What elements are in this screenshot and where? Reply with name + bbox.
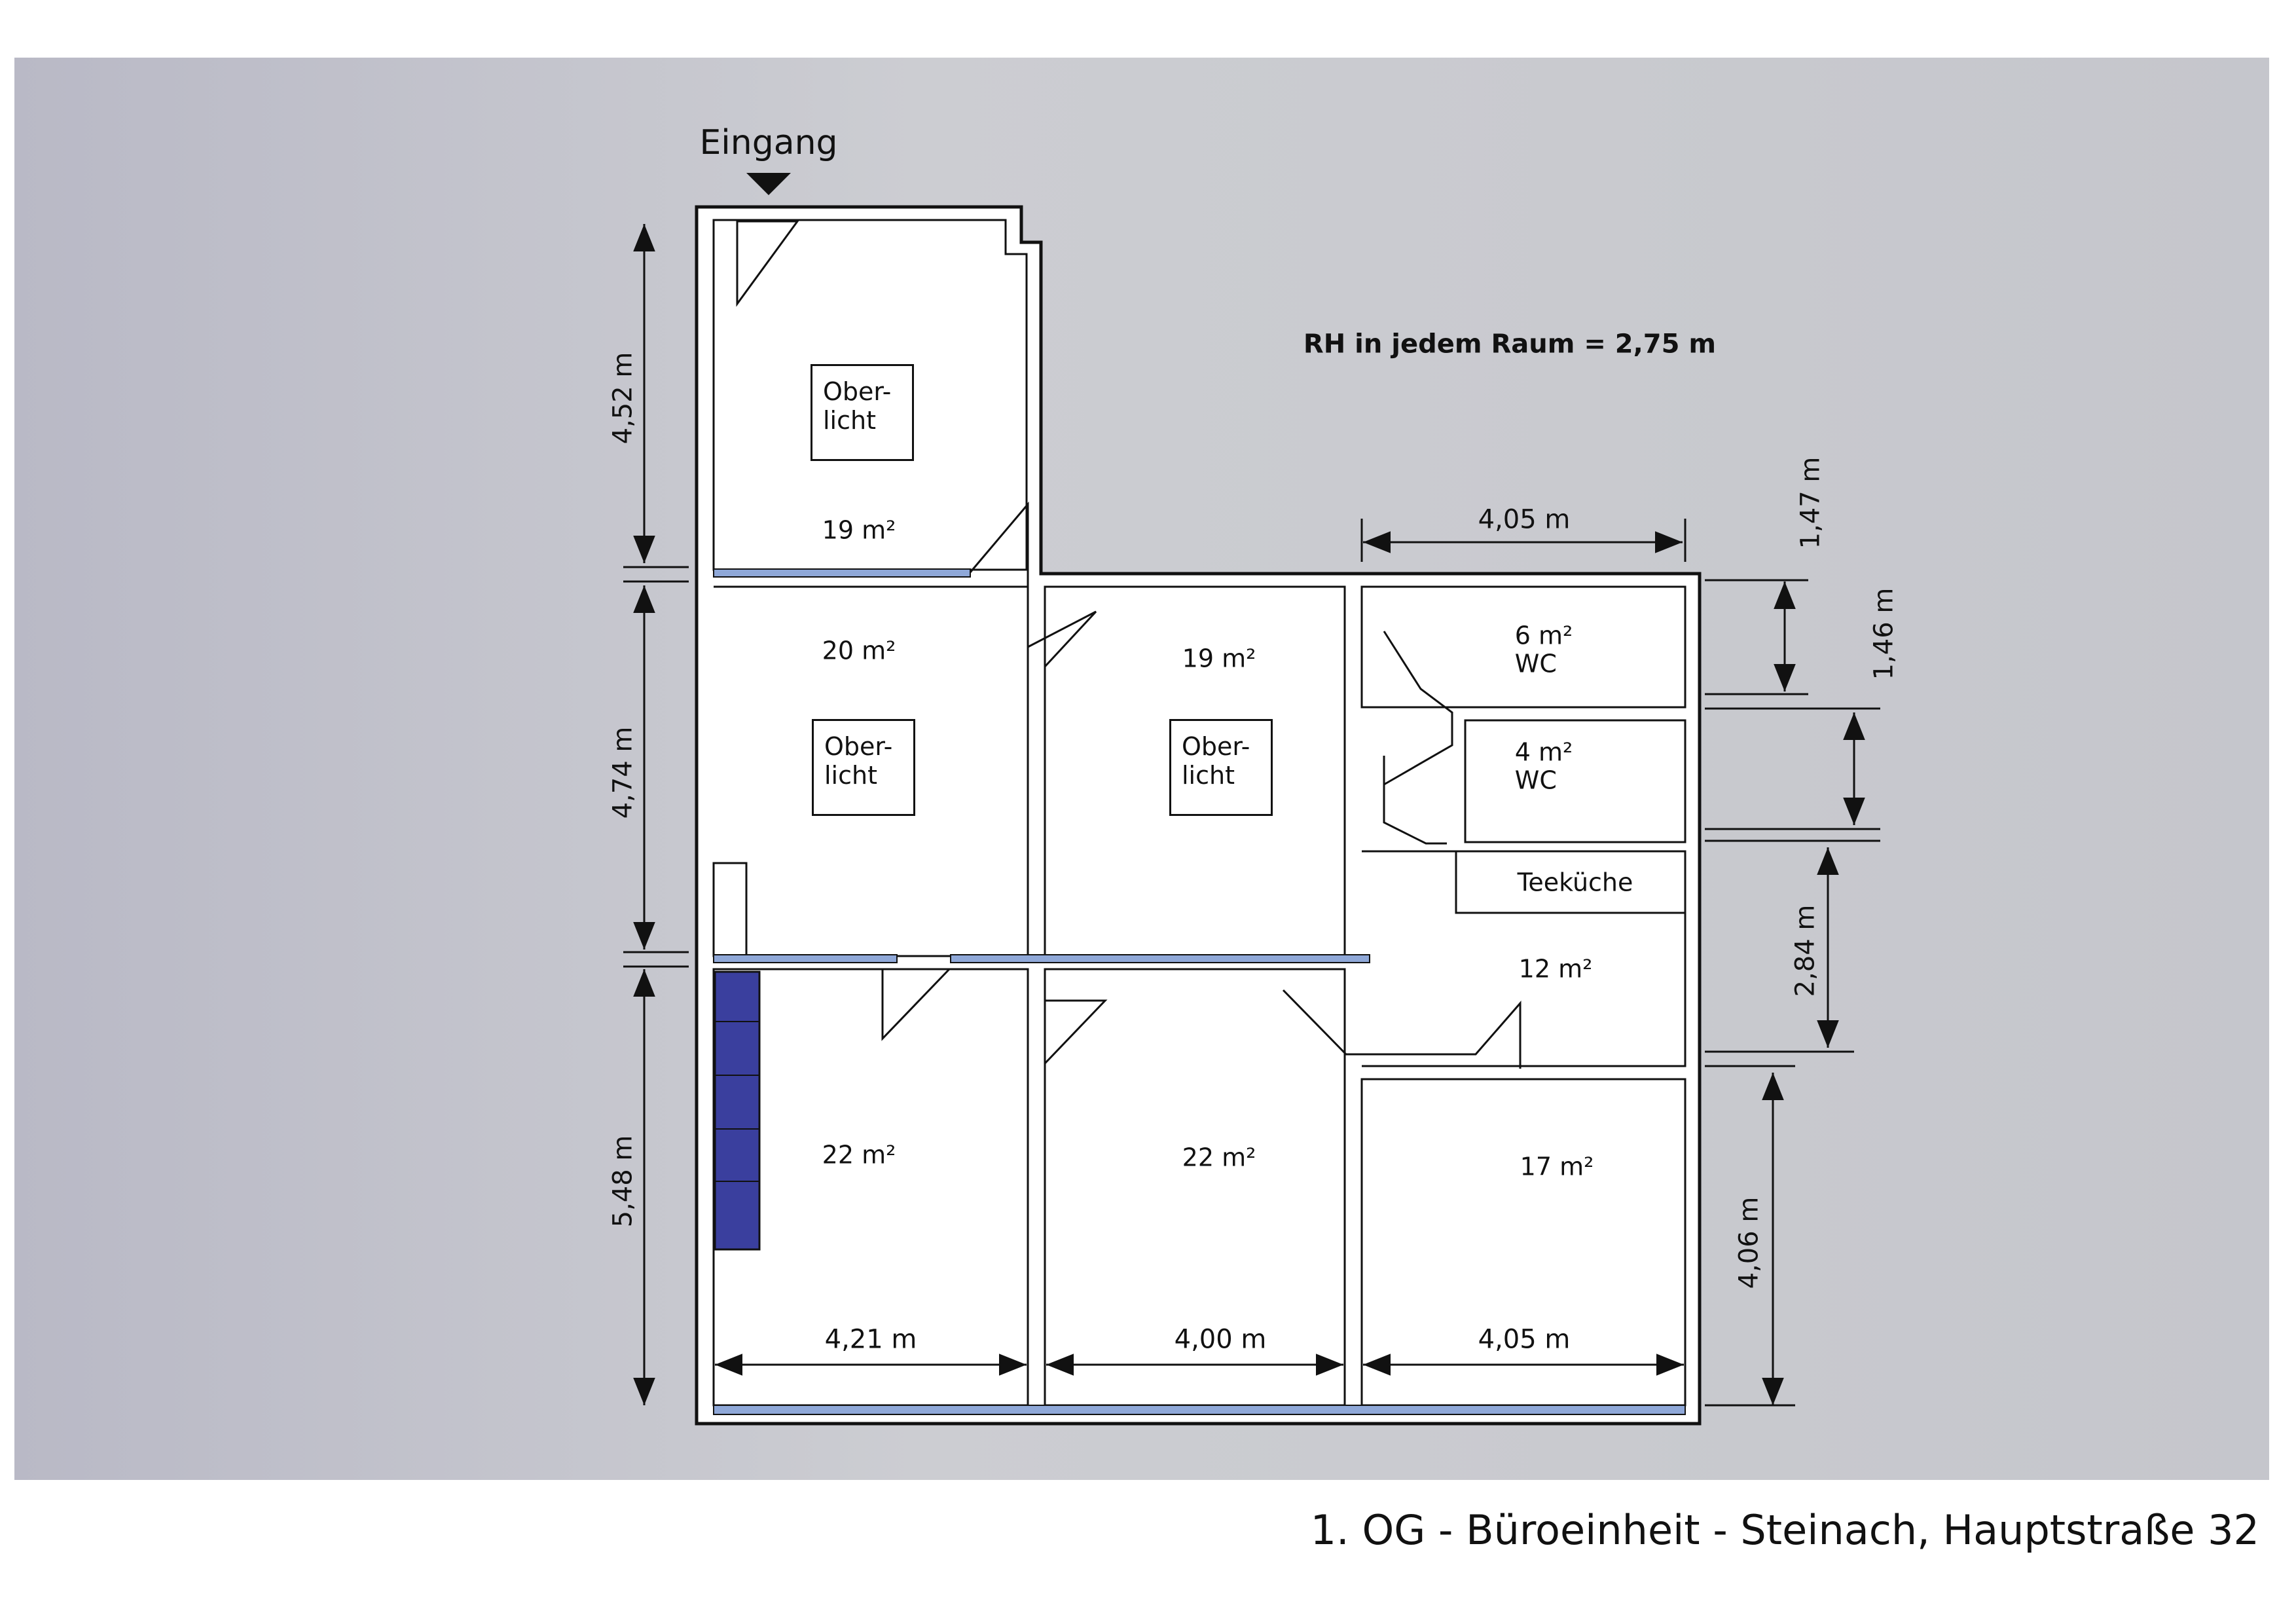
area-hall: 12 m² — [1518, 954, 1593, 984]
dim-bottom-right-width: 4,05 m — [1478, 1324, 1571, 1355]
area-left-middle: 20 m² — [822, 636, 896, 665]
area-bottom-middle: 22 m² — [1182, 1143, 1256, 1172]
dim-left-top: 4,52 m — [608, 352, 638, 445]
window-mid-center — [950, 954, 1370, 963]
dim-right-bottom: 4,06 m — [1734, 1196, 1764, 1289]
area-entry-office: 19 m² — [822, 515, 896, 545]
area-wc-upper: 6 m² — [1514, 621, 1573, 650]
floor-plan-canvas: Eingang RH in jedem Raum = 2,75 m Ober- … — [14, 58, 2269, 1480]
skylight-left-middle: Ober- licht — [812, 719, 915, 816]
plan-caption: 1. OG - Büroeinheit - Steinach, Hauptstr… — [1310, 1506, 2259, 1554]
window-mid-left — [713, 954, 898, 963]
floor-plan-drawing — [623, 173, 1880, 1426]
skylight-label-line1: Ober- — [1182, 732, 1250, 761]
dim-right-kitchen: 2,84 m — [1790, 904, 1821, 997]
skylight-entry-office: Ober- licht — [811, 364, 914, 461]
skylight-center-middle: Ober- licht — [1169, 719, 1273, 816]
door-swing-bottom-middle — [1044, 999, 1108, 1065]
dim-left-bottom: 5,48 m — [608, 1135, 638, 1228]
room-outline-hall — [1362, 850, 1686, 1067]
skylight-label-line1: Ober- — [824, 732, 893, 761]
door-swing-wc-lower — [1383, 756, 1447, 845]
dim-left-middle: 4,74 m — [608, 726, 638, 819]
room-outline-wc-lower — [1464, 719, 1686, 843]
area-bottom-right: 17 m² — [1520, 1152, 1594, 1181]
dim-right-top-small: 1,47 m — [1795, 456, 1826, 549]
built-in-cabinet — [714, 970, 761, 1251]
name-kitchen: Teeküche — [1517, 868, 1633, 897]
entrance-arrow-icon — [746, 173, 791, 195]
dim-right-wc: 1,46 m — [1868, 587, 1899, 680]
window-upper-left — [713, 568, 971, 578]
door-swing-bottom-left — [881, 968, 951, 1041]
door-swing-left-middle — [969, 501, 1097, 668]
door-swing-bottom-right — [1282, 989, 1522, 1069]
room-label-wc-lower: 4 m² WC — [1515, 738, 1573, 794]
door-swing-wc-upper — [1383, 631, 1453, 786]
dim-bottom-left-width: 4,21 m — [824, 1324, 917, 1355]
name-wc-lower: WC — [1514, 766, 1557, 794]
skylight-label-line2: licht — [823, 405, 876, 435]
room-label-wc-upper: 6 m² WC — [1515, 621, 1573, 677]
area-bottom-left: 22 m² — [822, 1140, 896, 1170]
entrance-label: Eingang — [699, 122, 838, 162]
door-swing-entrance — [736, 220, 799, 307]
area-center-middle: 19 m² — [1182, 644, 1256, 673]
skylight-label-line2: licht — [824, 760, 877, 790]
dim-bottom-middle-width: 4,00 m — [1174, 1324, 1267, 1355]
room-outline-wc-upper — [1360, 585, 1686, 709]
name-wc-upper: WC — [1514, 649, 1557, 678]
skylight-label-line2: licht — [1182, 760, 1235, 790]
window-bottom — [713, 1405, 1686, 1415]
area-wc-lower: 4 m² — [1514, 737, 1573, 767]
skylight-label-line1: Ober- — [823, 377, 892, 406]
dim-top-right-width: 4,05 m — [1478, 504, 1571, 535]
ceiling-height-note: RH in jedem Raum = 2,75 m — [1303, 329, 1717, 360]
